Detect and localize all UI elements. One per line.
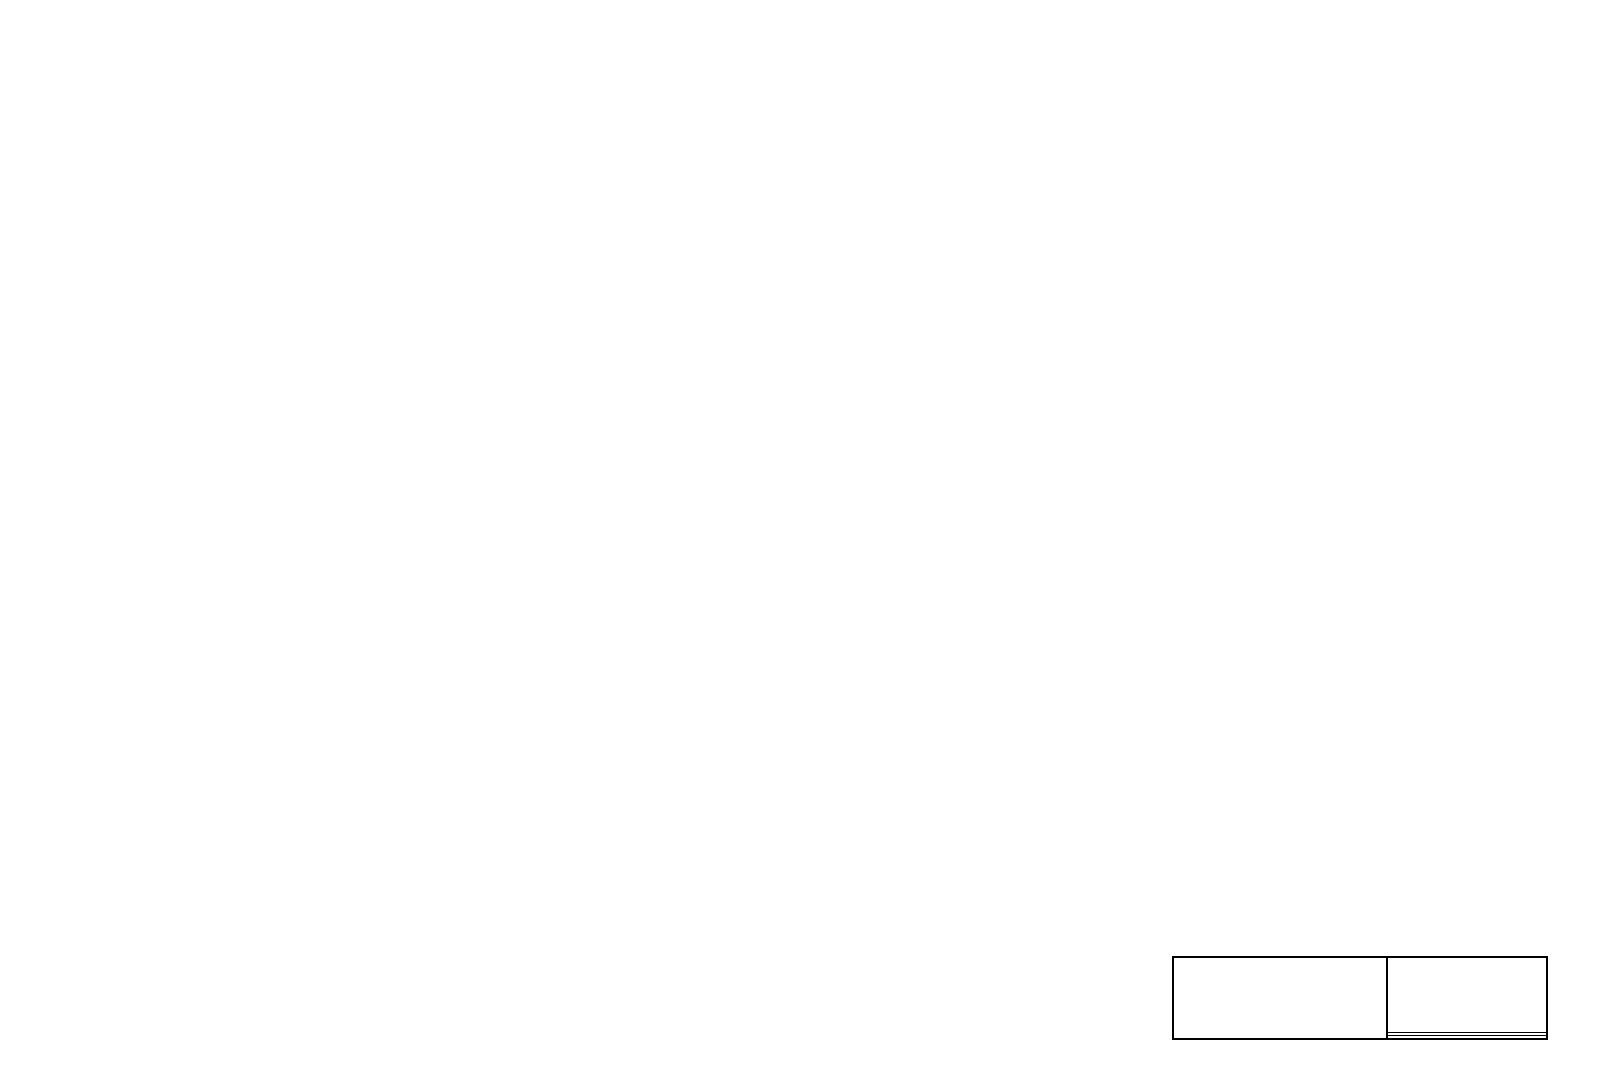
- titleblock-date: [1388, 1033, 1546, 1036]
- title-block: [1172, 956, 1548, 1040]
- title-block-info: [1174, 958, 1386, 1038]
- titleblock-docname: [1388, 958, 1546, 1033]
- titleblock-sheet: [1388, 1036, 1546, 1038]
- title-block-doc: [1386, 958, 1546, 1038]
